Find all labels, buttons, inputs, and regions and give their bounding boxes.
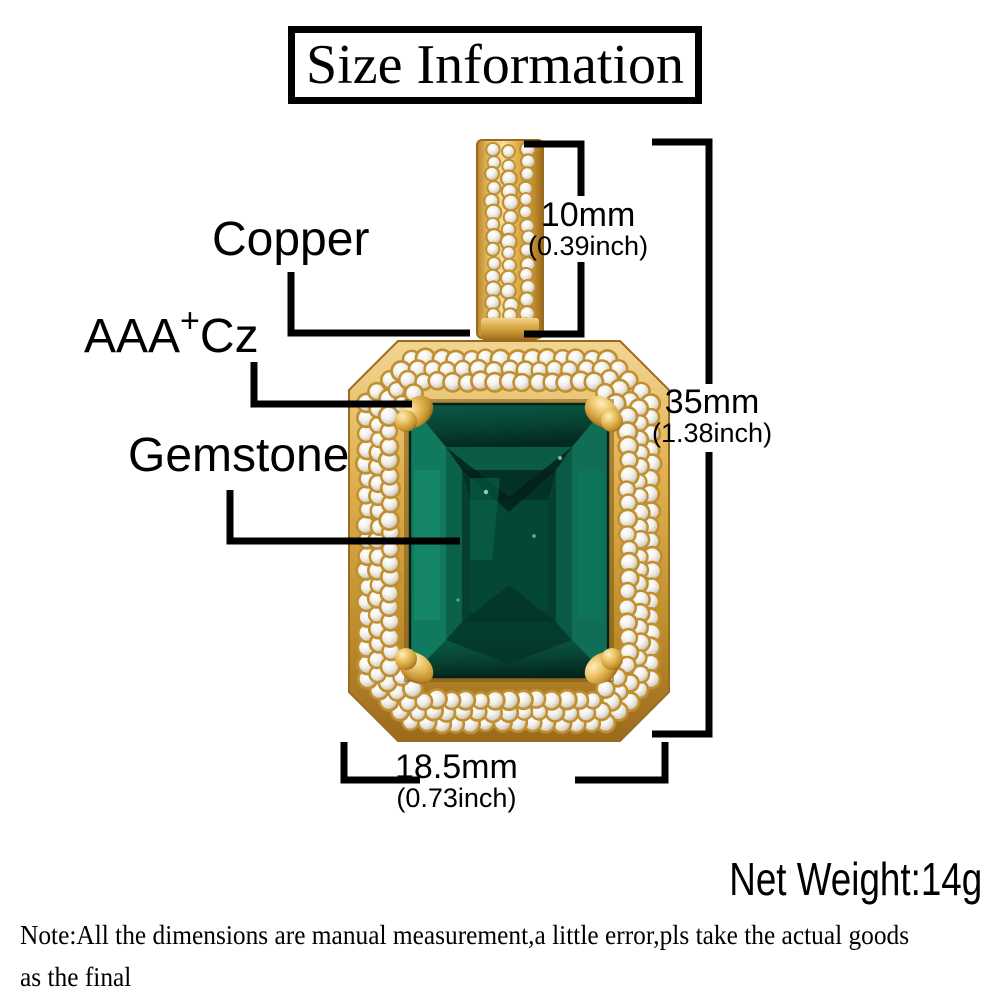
page-title: Size Information xyxy=(306,34,684,96)
callout-aaacz-superscript: + xyxy=(180,302,200,340)
dimension-width: 18.5mm (0.73inch) xyxy=(395,750,518,812)
dimension-height-mm: 35mm xyxy=(664,383,760,421)
dimension-bail: 10mm (0.39inch) xyxy=(528,198,648,260)
title-box: Size Information xyxy=(288,26,702,104)
dim-bracket-width xyxy=(340,742,420,784)
callout-gemstone-text: Gemstone xyxy=(128,429,350,482)
dimension-bail-inch: (0.39inch) xyxy=(528,230,649,261)
prong-bottom-right xyxy=(584,648,623,685)
dimension-bail-mm: 10mm xyxy=(540,196,636,234)
callout-aaacz-text: AAA xyxy=(84,310,181,363)
net-weight-text: Net Weight:14g xyxy=(729,853,982,905)
leader-copper xyxy=(287,272,470,337)
dimension-width-inch: (0.73inch) xyxy=(396,782,517,813)
pendant-bail xyxy=(476,139,544,340)
disclaimer-note: Note:All the dimensions are manual measu… xyxy=(20,920,910,992)
leader-gemstone xyxy=(226,490,460,545)
dimension-height-inch: (1.38inch) xyxy=(652,417,773,448)
callout-label-copper: Copper xyxy=(212,212,369,267)
callout-aaacz-tail: Cz xyxy=(199,310,259,363)
dimension-width-mm: 18.5mm xyxy=(395,748,518,786)
prong-bottom-left xyxy=(395,648,434,685)
prong-top-right xyxy=(584,395,623,432)
dim-bracket-height xyxy=(652,138,713,384)
callout-label-aaacz: AAA+Cz xyxy=(84,302,259,364)
callout-label-gemstone: Gemstone xyxy=(128,428,349,483)
leader-aaacz xyxy=(250,362,412,408)
callout-copper-text: Copper xyxy=(212,213,370,266)
dimension-height: 35mm (1.38inch) xyxy=(652,385,772,447)
dim-bracket-bail xyxy=(524,140,585,196)
